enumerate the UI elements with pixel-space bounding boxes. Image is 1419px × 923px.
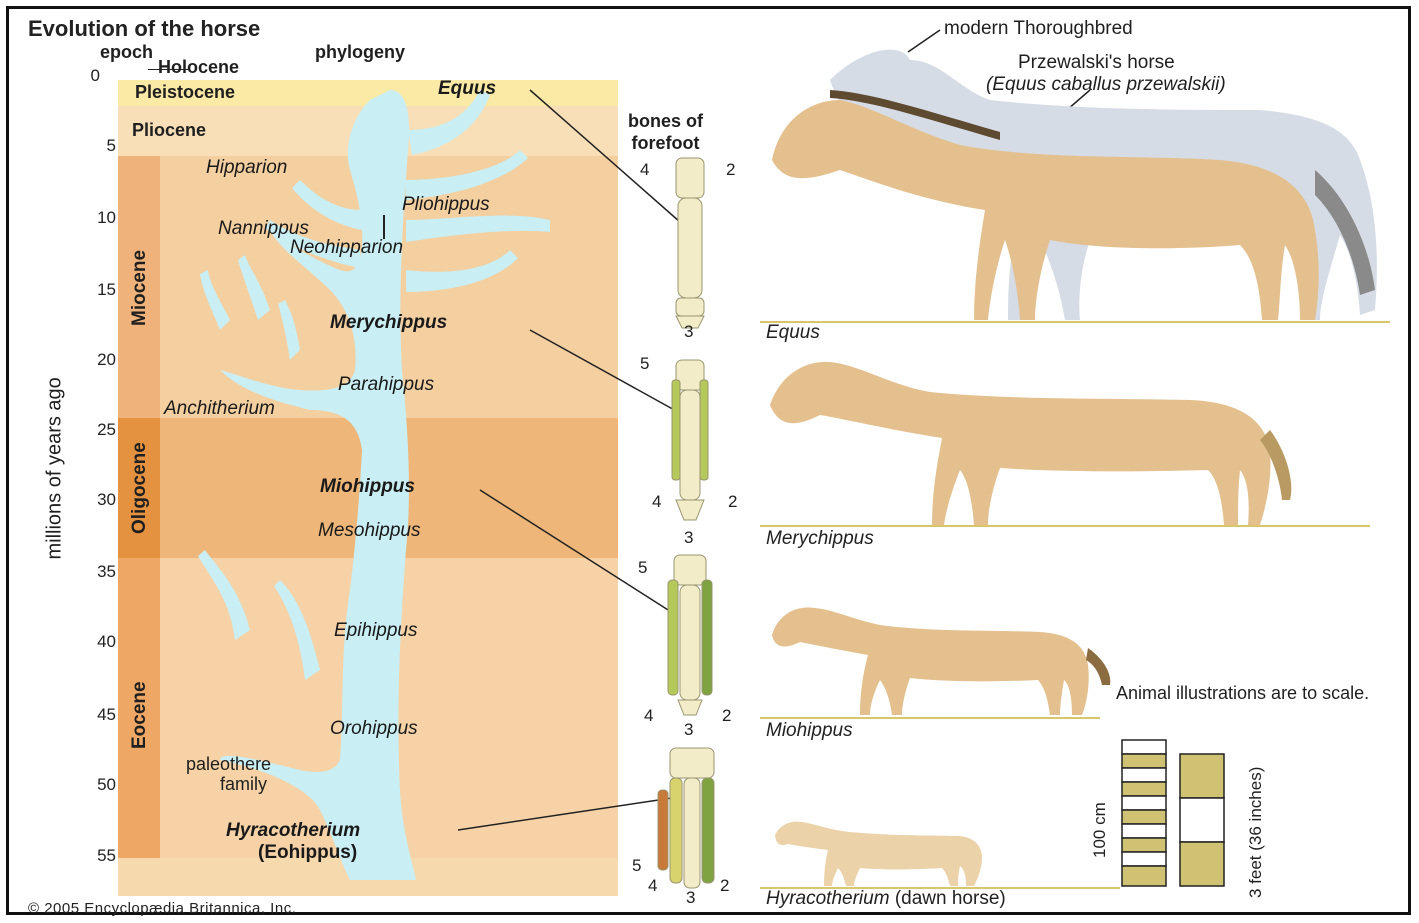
bones-header: bones of forefoot	[628, 110, 703, 154]
toe-miohippus-3: 3	[684, 720, 693, 740]
toe-merychippus-2: 2	[728, 492, 737, 512]
merychippus-horse	[770, 362, 1291, 525]
forefoot-equus	[676, 158, 704, 328]
copyright: © 2005 Encyclopædia Britannica, Inc.	[28, 900, 296, 917]
label-hyracotherium-name: Hyracotherium	[766, 888, 890, 909]
toe-equus-3: 3	[684, 322, 693, 342]
label-miohippus: Miohippus	[766, 720, 853, 742]
toe-hyracotherium-5: 5	[632, 856, 641, 876]
hyracotherium-horse	[775, 822, 982, 886]
label-przewalski-scientific: (Equus caballus przewalskii)	[986, 74, 1226, 96]
toe-merychippus-4: 4	[652, 492, 661, 512]
forefoot-hyracotherium	[658, 748, 714, 888]
toe-hyracotherium-4: 4	[648, 876, 657, 896]
label-hyracotherium-note: (dawn horse)	[895, 888, 1006, 909]
toe-hyracotherium-3: 3	[686, 888, 695, 908]
scale-imperial-label: 3 feet (36 inches)	[1246, 738, 1266, 898]
horse-illustrations	[760, 20, 1400, 900]
scale-bars	[1120, 738, 1260, 890]
forefoot-miohippus	[668, 555, 712, 715]
toe-hyracotherium-2: 2	[720, 876, 729, 896]
forefoot-merychippus	[672, 360, 708, 520]
miohippus-horse	[772, 607, 1110, 715]
toe-merychippus-5: 5	[640, 354, 649, 374]
toe-equus-2: 2	[726, 160, 735, 180]
label-hyracotherium: Hyracotherium (dawn horse)	[766, 888, 1006, 910]
forefoot-bones	[640, 150, 750, 910]
label-przewalski: Przewalski's horse	[1018, 52, 1175, 74]
toe-miohippus-2: 2	[722, 706, 731, 726]
bones-header-line1: bones of	[628, 110, 703, 132]
toe-miohippus-4: 4	[644, 706, 653, 726]
toe-equus-4: 4	[640, 160, 649, 180]
scale-note: Animal illustrations are to scale.	[1116, 682, 1396, 704]
label-equus: Equus	[766, 322, 820, 344]
scale-metric-label: 100 cm	[1090, 778, 1110, 858]
label-merychippus: Merychippus	[766, 528, 874, 550]
toe-merychippus-3: 3	[684, 528, 693, 548]
toe-miohippus-5: 5	[638, 558, 647, 578]
label-thoroughbred: modern Thoroughbred	[944, 18, 1133, 40]
